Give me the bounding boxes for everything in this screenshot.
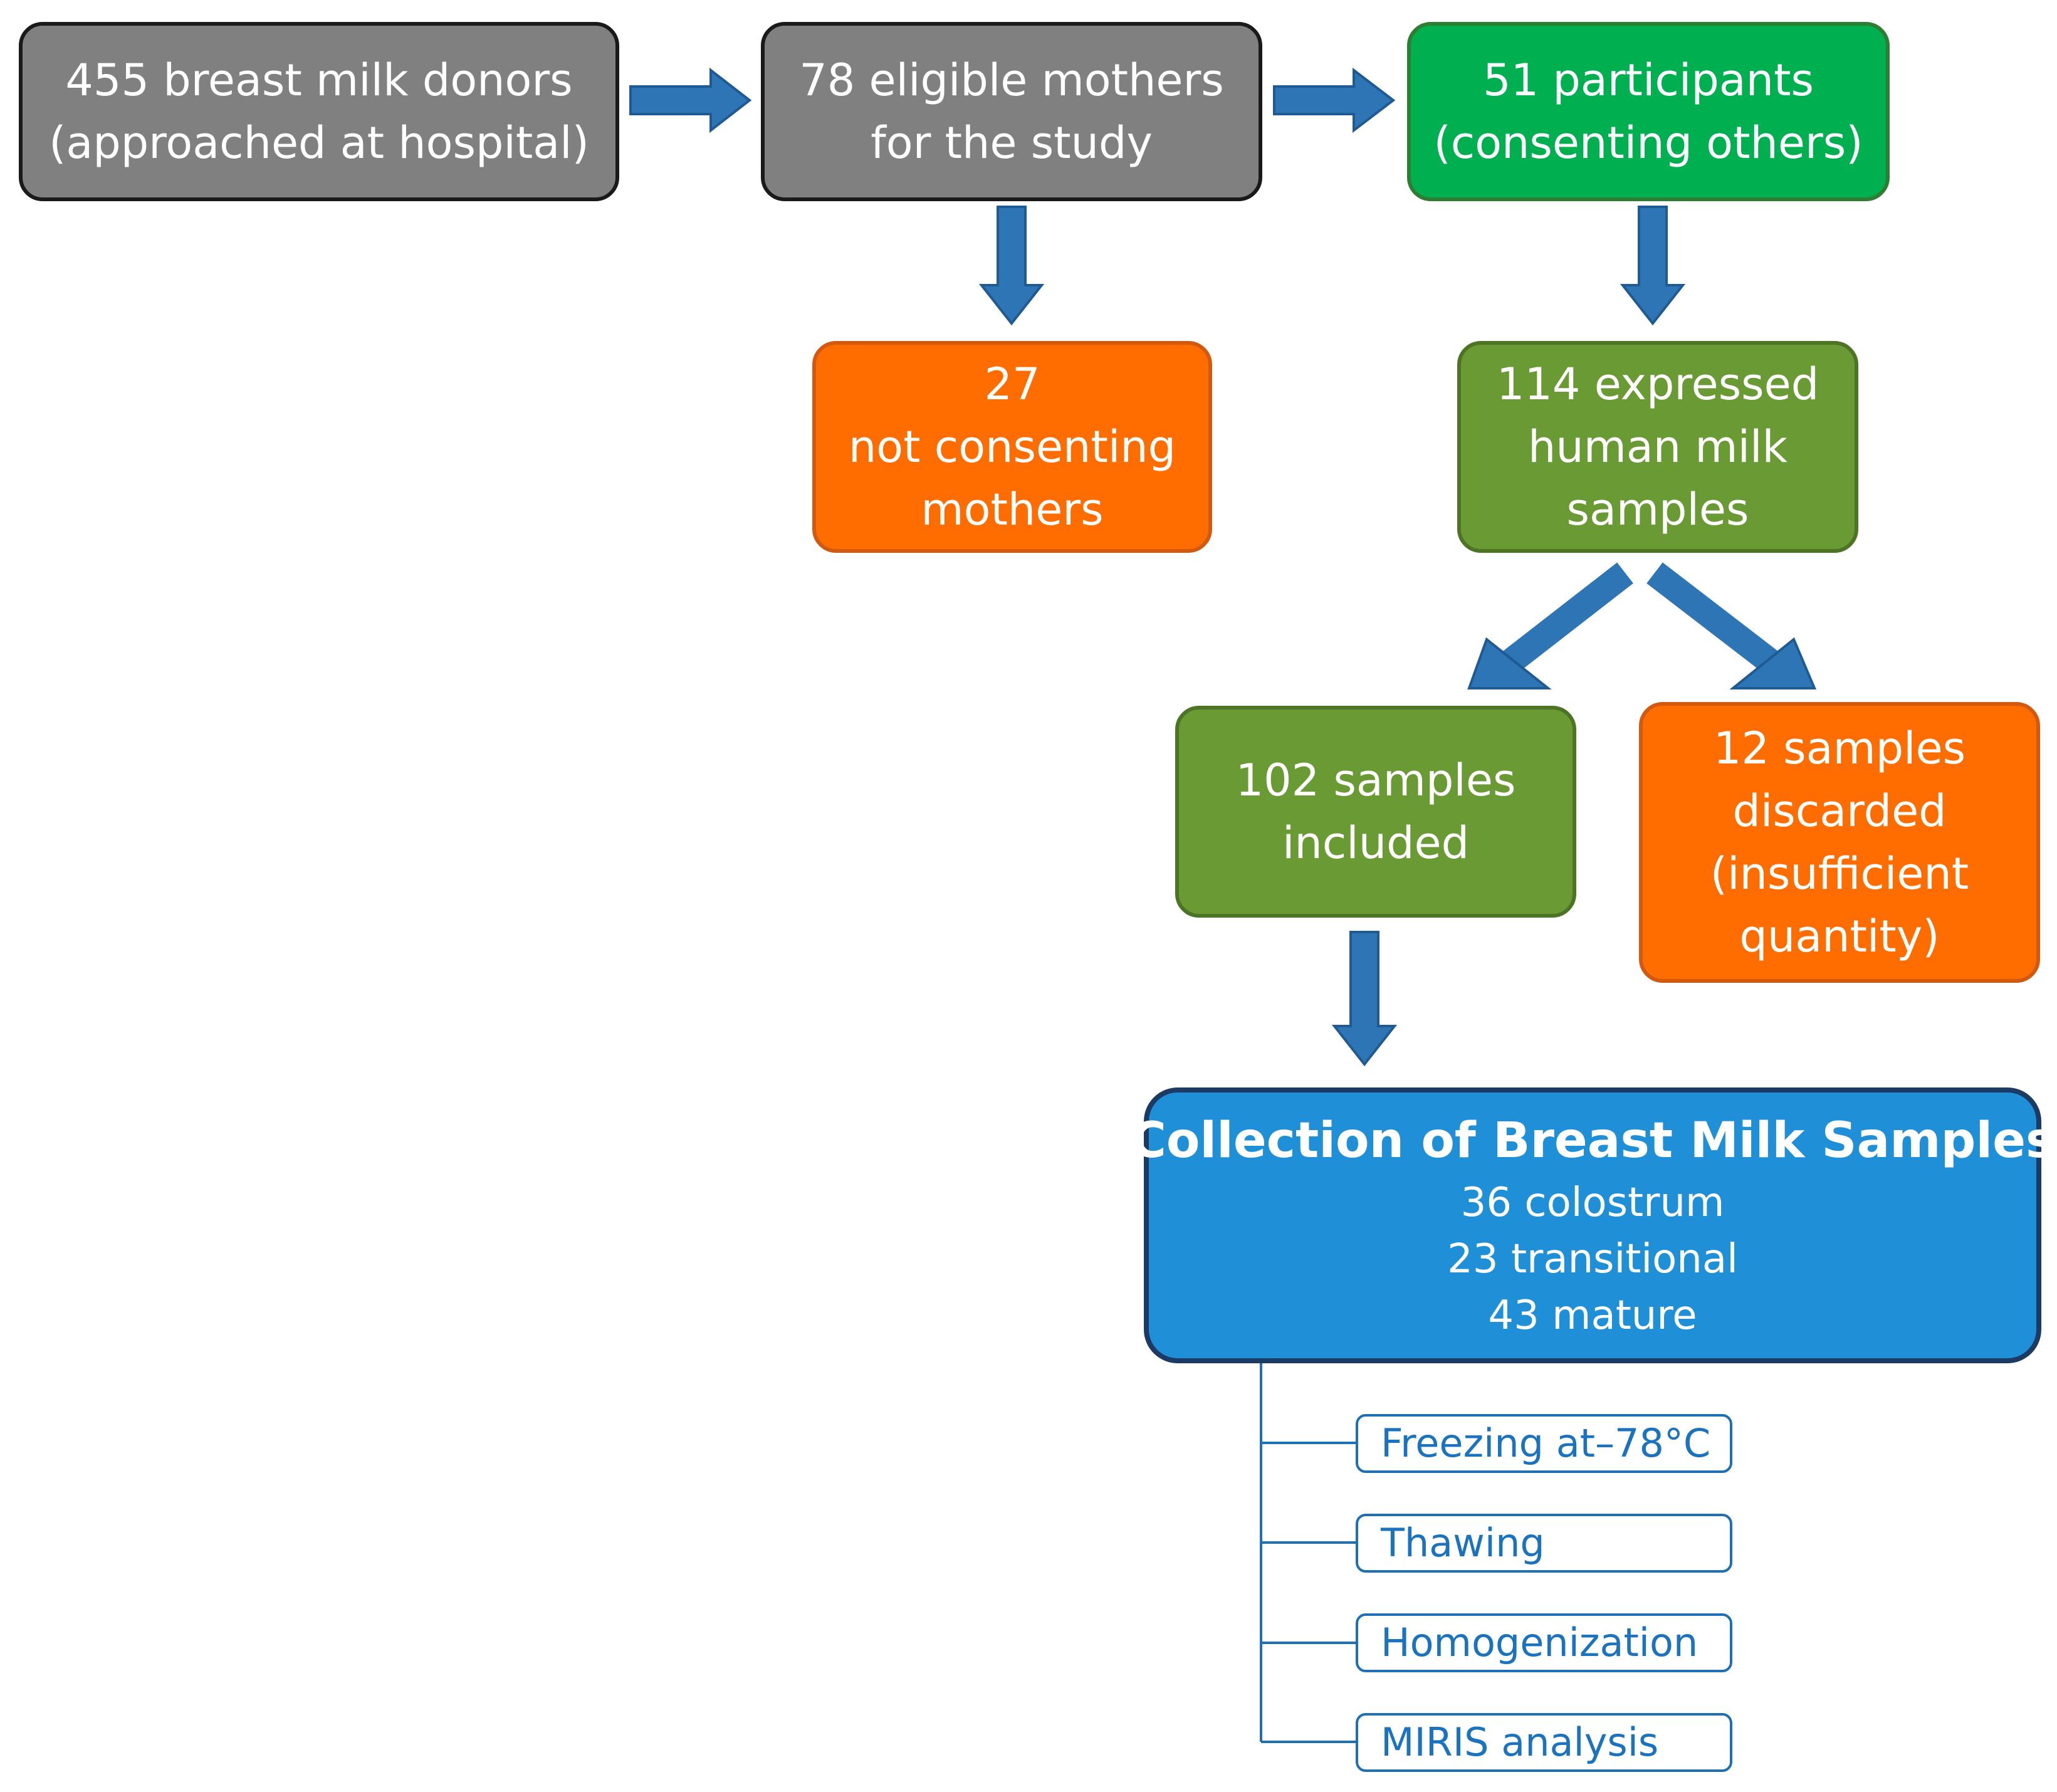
participants-line-1: 51 participants	[1483, 55, 1814, 106]
eligible-box: 78 eligible mothers for the study	[761, 22, 1262, 201]
not-consenting-line-2: not consenting	[848, 421, 1176, 473]
not-consenting-box: 27 not consenting mothers	[812, 341, 1212, 553]
collection-transitional: 23 transitional	[1447, 1236, 1738, 1282]
discarded-line-4: quantity)	[1739, 911, 1940, 962]
arrow-eligible-to-participants	[1273, 67, 1396, 134]
included-line-2: included	[1282, 817, 1470, 869]
donors-line-2: (approached at hospital)	[49, 117, 589, 169]
collection-title: Collection of Breast Milk Samples	[1130, 1113, 2055, 1169]
not-consenting-line-1: 27	[984, 359, 1040, 410]
included-line-1: 102 samples	[1235, 755, 1516, 806]
collection-box: Collection of Breast Milk Samples 36 col…	[1131, 1087, 2054, 1363]
step-miris-analysis: MIRIS analysis	[1356, 1713, 1732, 1772]
discarded-line-1: 12 samples	[1713, 723, 1966, 774]
step-homogenization: Homogenization	[1356, 1613, 1732, 1672]
participants-box: 51 participants (consenting others)	[1407, 22, 1890, 201]
eligible-line-1: 78 eligible mothers	[799, 55, 1224, 106]
step-thawing: Thawing	[1356, 1514, 1732, 1573]
not-consenting-line-3: mothers	[921, 484, 1104, 535]
arrow-expressed-to-included-shaft	[1499, 562, 1633, 675]
arrow-expressed-to-discarded-shaft	[1646, 562, 1782, 675]
discarded-box: 12 samples discarded (insufficient quant…	[1639, 702, 2040, 983]
expressed-box: 114 expressed human milk samples	[1457, 341, 1858, 553]
expressed-line-3: samples	[1566, 484, 1749, 535]
expressed-line-2: human milk	[1527, 421, 1788, 473]
arrow-expressed-to-included-head	[1467, 637, 1552, 689]
included-box: 102 samples included	[1175, 706, 1576, 918]
donors-box: 455 breast milk donors (approached at ho…	[19, 22, 619, 201]
discarded-line-2: discarded	[1732, 785, 1947, 837]
arrow-included-to-collection	[1331, 931, 1398, 1067]
expressed-line-1: 114 expressed	[1496, 359, 1819, 410]
donors-line-1: 455 breast milk donors	[65, 55, 573, 106]
arrow-donors-to-eligible	[629, 67, 752, 134]
step-freezing: Freezing at–78°C	[1356, 1414, 1732, 1473]
discarded-line-3: (insufficient	[1710, 848, 1969, 899]
eligible-line-2: for the study	[871, 117, 1153, 169]
collection-colostrum: 36 colostrum	[1460, 1180, 1725, 1226]
arrow-expressed-to-discarded-head	[1729, 637, 1817, 689]
arrow-participants-to-expressed	[1620, 206, 1686, 326]
participants-line-2: (consenting others)	[1433, 117, 1863, 169]
arrow-eligible-to-not-consenting	[978, 206, 1045, 326]
collection-mature: 43 mature	[1488, 1292, 1697, 1339]
